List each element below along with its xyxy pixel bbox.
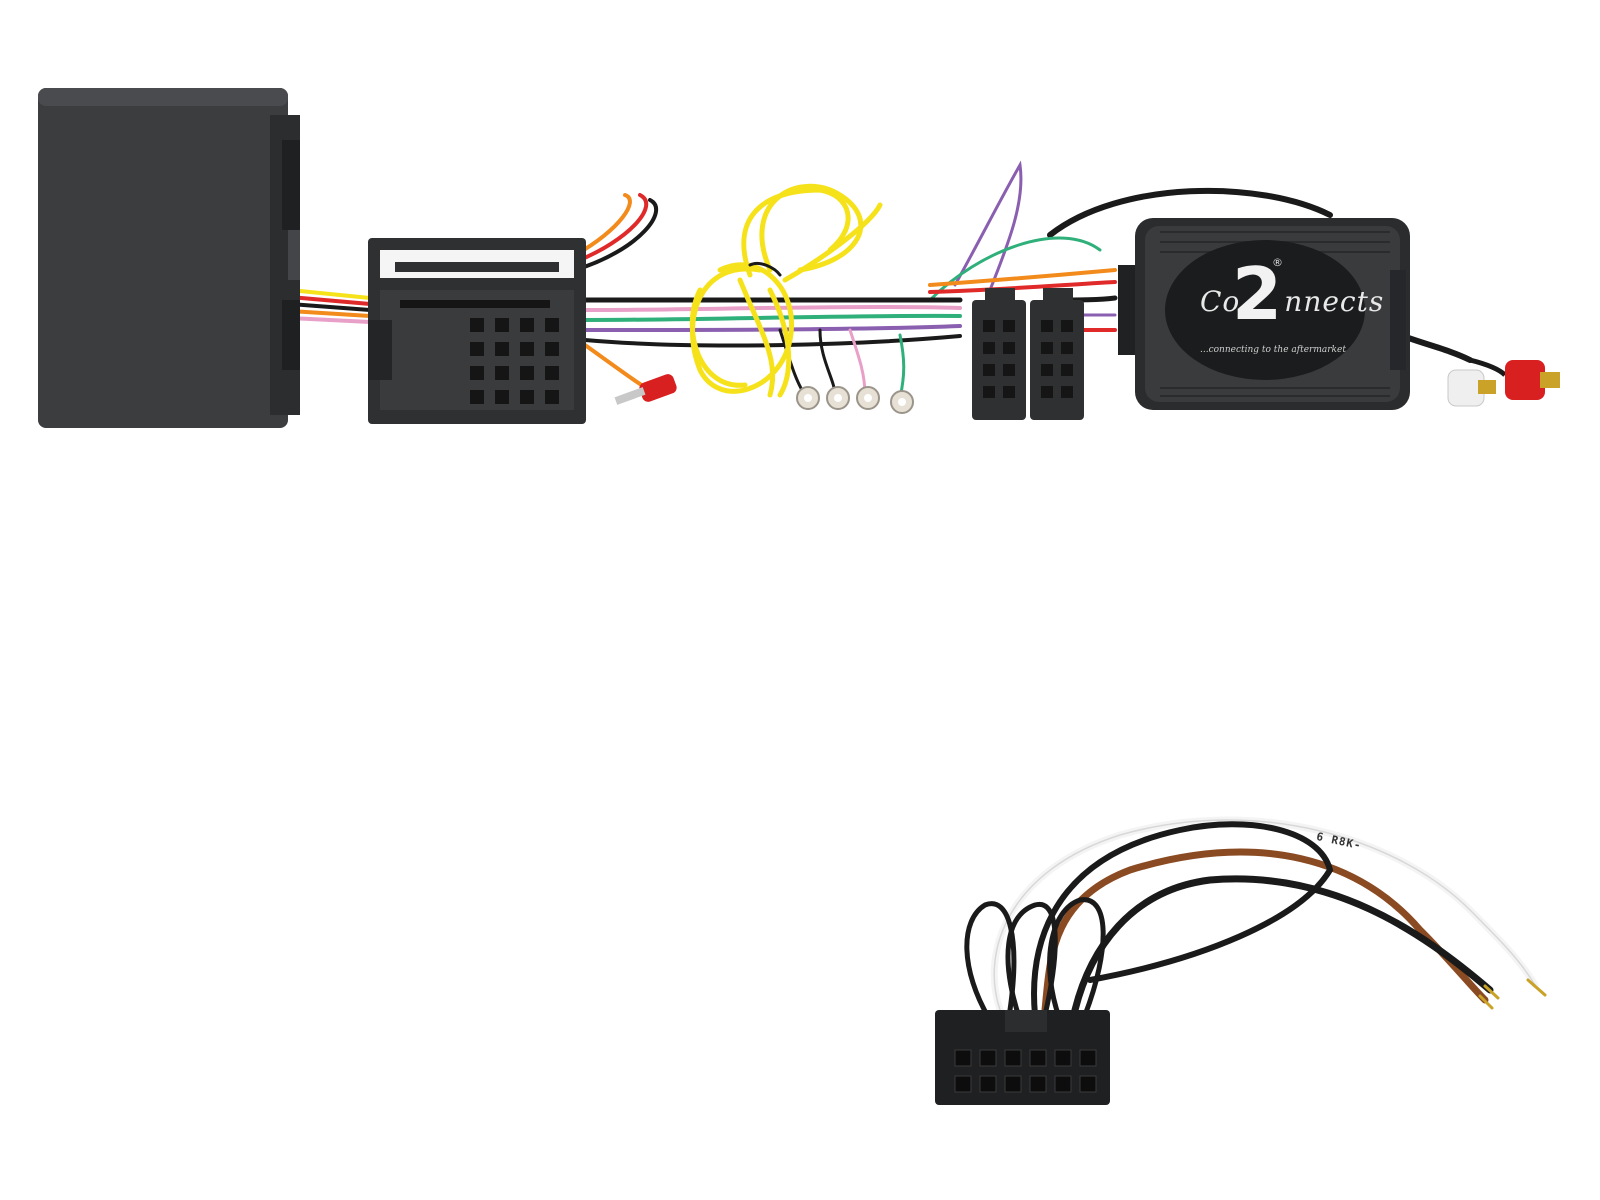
logo-registered-mark: ® — [1272, 256, 1283, 269]
patch-lead — [964, 816, 1547, 1023]
quadlock-connector — [368, 238, 586, 424]
crimp-terminals — [614, 374, 914, 414]
logo-badge — [1165, 240, 1365, 380]
patch-lead-connector — [935, 1010, 1110, 1105]
logo-numeral: 2 — [1232, 252, 1283, 336]
harness-wires — [288, 160, 1473, 400]
steering-interface-module — [1118, 218, 1410, 410]
rca-plugs — [1447, 357, 1560, 407]
logo-brand-name: Co nnects — [1200, 285, 1384, 318]
rca-red-icon — [1505, 360, 1545, 400]
interface-box — [38, 88, 300, 428]
logo-tagline: ...connecting to the aftermarket — [1200, 345, 1346, 355]
iso-connectors — [972, 288, 1084, 420]
logo-brand-suffix: nnects — [1284, 285, 1385, 318]
logo-brand-prefix: Co — [1200, 285, 1241, 318]
